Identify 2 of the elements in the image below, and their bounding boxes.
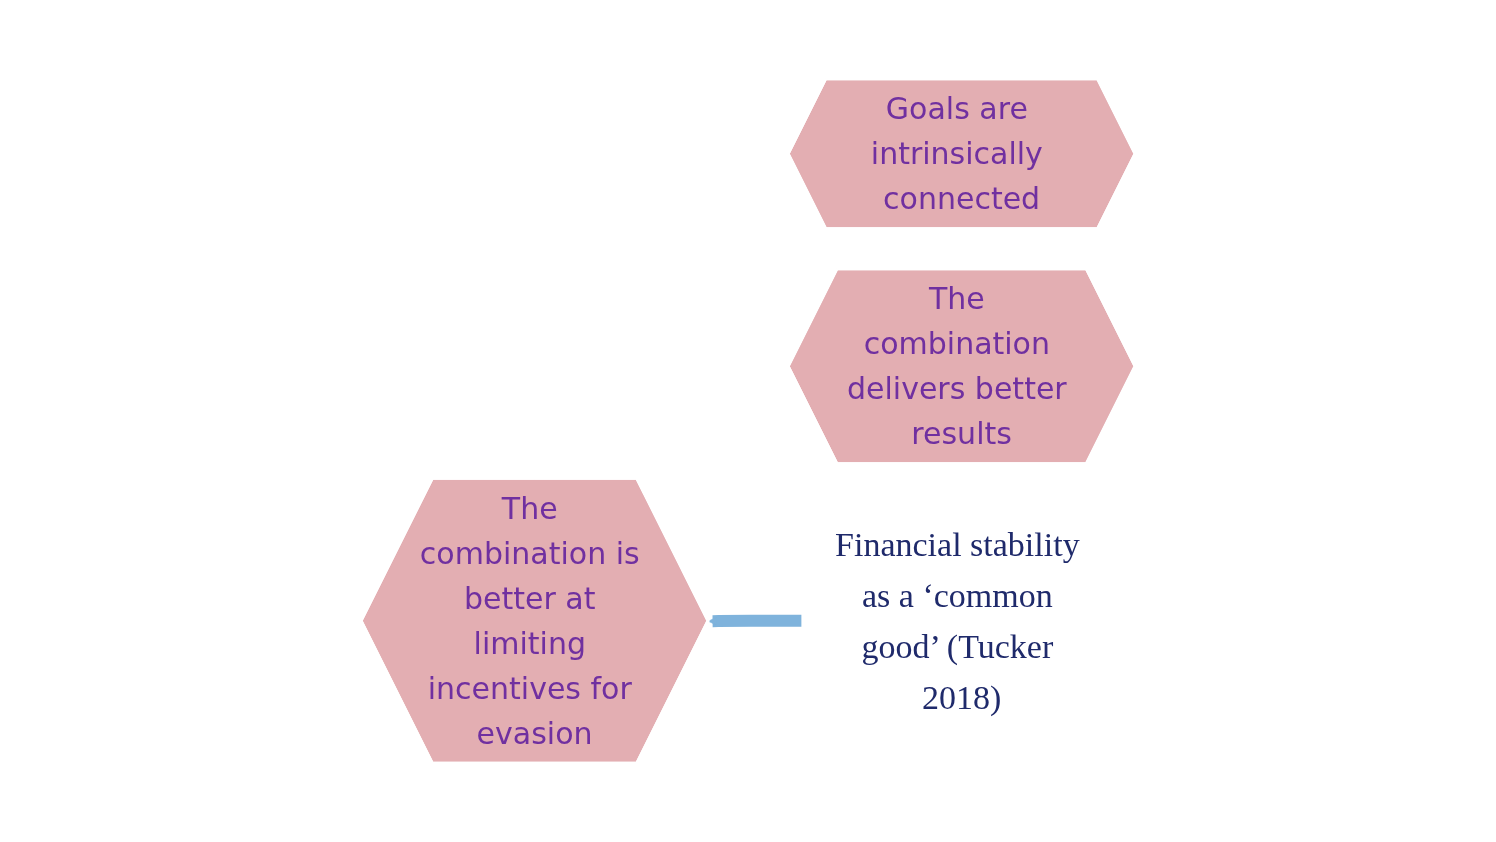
arrow: [708, 614, 802, 628]
node-text: Financial stability as a ‘common good’ (Tucker 2018): [834, 525, 1080, 716]
